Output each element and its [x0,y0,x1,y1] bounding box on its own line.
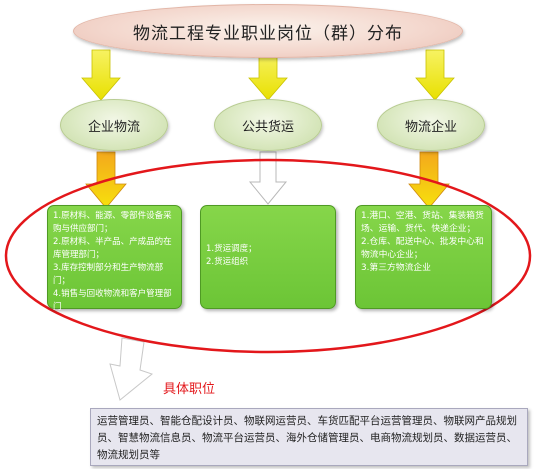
category-ellipse-public-freight: 公共货运 [214,99,322,151]
highlight-ring [4,158,532,354]
detail-item: 1.货运调度； [206,244,257,254]
detail-item: 3.库存控制部分和生产物流部门； [53,263,164,286]
category-ellipse-logistics-company: 物流企业 [377,99,485,151]
detail-box-logistics-company: 1.港口、空港、货站、集装箱货场、运输、货代、快递企业； 2.仓库、配送中心、批… [355,205,492,309]
detail-box-enterprise: 1.原材料、能源、零部件设备采购与供应部门； 2.原材料、半产品、产成品的在库管… [47,205,182,312]
jobs-box: 运营管理员、智能仓配设计员、物联网运营员、车货匹配平台运营管理员、物联网产品规划… [90,408,528,466]
detail-item: 2.货运组织 [206,257,249,267]
jobs-label: 具体职位 [163,382,216,397]
title-ellipse: 物流工程专业职业岗位（群）分布 [73,4,463,58]
arrow-yellow-2 [248,51,288,101]
detail-item: 2.仓库、配送中心、批发中心和物流中心企业； [361,237,484,260]
category-label: 企业物流 [87,119,140,135]
arrow-white-2 [248,151,288,205]
detail-item: 4.销售与回收物流和客户管理部门 [53,289,172,312]
arrow-yellow-1 [81,49,121,101]
detail-item: 1.原材料、能源、零部件设备采购与供应部门； [53,211,172,234]
category-label: 公共货运 [241,119,294,135]
category-ellipse-enterprise: 企业物流 [60,99,168,151]
diagram-title: 物流工程专业职业岗位（群）分布 [133,23,403,44]
jobs-text: 运营管理员、智能仓配设计员、物联网运营员、车货匹配平台运营管理员、物联网产品规划… [97,415,517,461]
detail-item: 1.港口、空港、货站、集装箱货场、运输、货代、快递企业； [361,211,484,234]
detail-box-public-freight: 1.货运调度； 2.货运组织 [200,205,336,309]
detail-item: 3.第三方物流企业 [361,263,431,273]
category-label: 物流企业 [404,119,457,135]
arrow-white-4 [109,337,154,401]
arrow-yellow-3 [415,49,455,101]
detail-item: 2.原材料、半产品、产成品的在库管理部门； [53,237,172,260]
